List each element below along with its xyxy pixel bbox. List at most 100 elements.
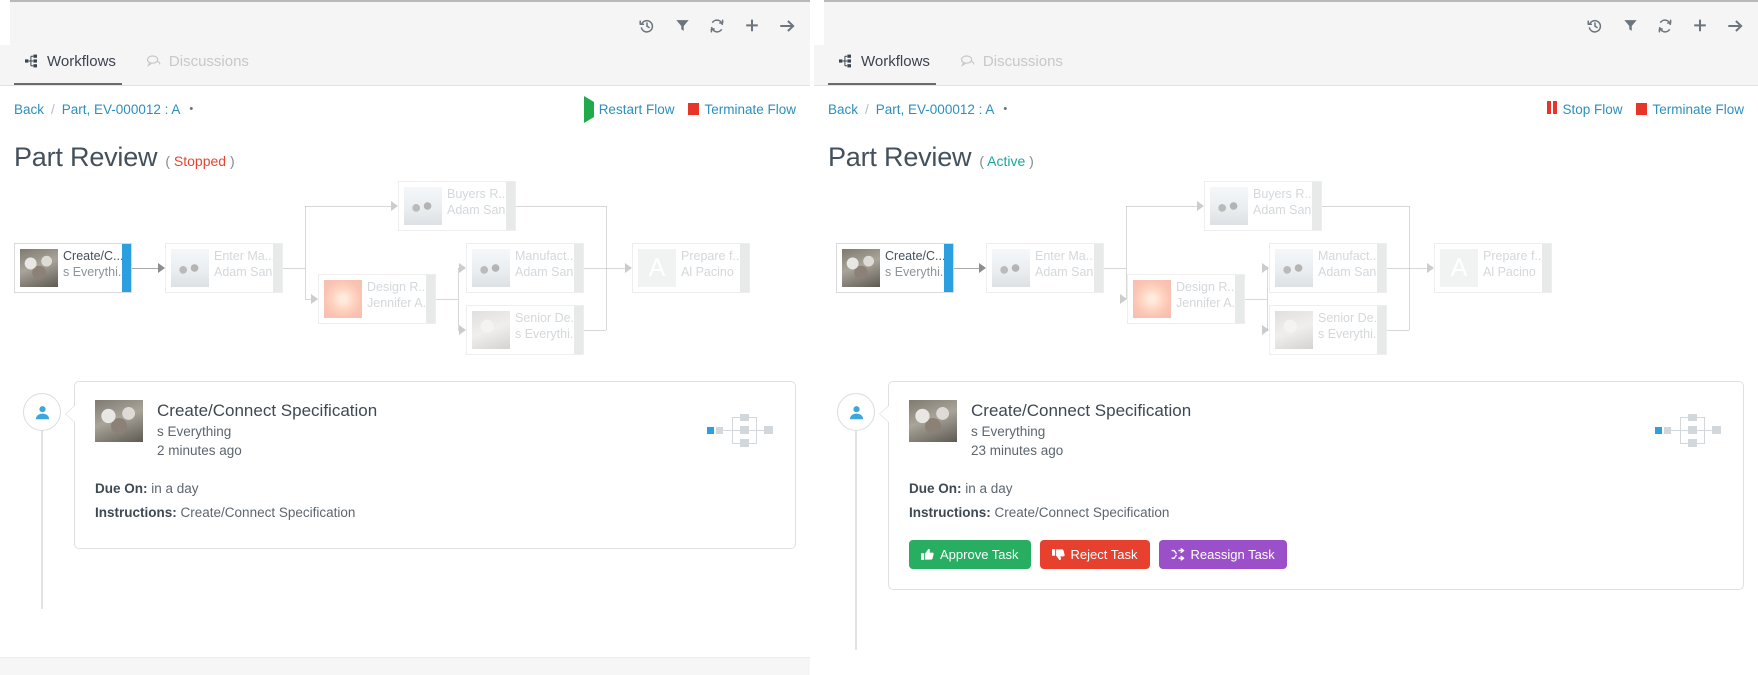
workflow-diagram: Create/C...s Everythi...Enter Ma...Adam …	[0, 181, 810, 371]
tab-discussions[interactable]: Discussions	[136, 45, 269, 86]
workflow-node[interactable]: Enter Ma...Adam San...	[986, 243, 1104, 293]
connector-line	[305, 206, 391, 207]
connector-arrow	[1262, 263, 1269, 273]
node-avatar	[404, 187, 442, 225]
refresh-icon[interactable]	[708, 17, 726, 35]
node-avatar	[1210, 187, 1248, 225]
task-minimap-icon[interactable]	[1655, 414, 1721, 448]
workflow-node[interactable]: Buyers R...Adam San...	[398, 181, 516, 231]
breadcrumb-dot: •	[189, 103, 193, 115]
workflow-node[interactable]: Senior De...s Everythi...	[1269, 305, 1387, 355]
button-label: Approve Task	[940, 547, 1019, 562]
node-name: Design R...	[367, 280, 422, 295]
tab-label: Workflows	[47, 41, 116, 82]
node-name: Senior De...	[515, 311, 570, 326]
connector-line	[1245, 299, 1267, 300]
history-icon[interactable]	[1586, 17, 1604, 35]
workflow-node[interactable]: Enter Ma...Adam San...	[165, 243, 283, 293]
workflow-node[interactable]: Senior De...s Everythi...	[466, 305, 584, 355]
task-due-row: Due On: in a day	[909, 478, 1723, 500]
breadcrumb-back[interactable]: Back	[828, 102, 858, 117]
connector-line	[1409, 268, 1427, 269]
top-toolbar	[814, 0, 1758, 45]
plus-icon[interactable]	[743, 17, 761, 35]
task-time: 2 minutes ago	[157, 441, 377, 460]
node-state-edge	[1312, 182, 1321, 230]
node-avatar	[992, 249, 1030, 287]
connector-line	[1387, 268, 1409, 269]
task-due-value: in a day	[965, 481, 1012, 496]
arrow-right-icon[interactable]	[778, 17, 796, 35]
tab-bar: WorkflowsDiscussions	[814, 45, 1758, 86]
node-name: Buyers R...	[447, 187, 502, 202]
tab-workflows[interactable]: Workflows	[828, 45, 950, 86]
filter-icon[interactable]	[1621, 17, 1639, 35]
node-name: Prepare f...	[681, 249, 736, 264]
workflow-node[interactable]: APrepare f...Al Pacino	[1434, 243, 1552, 293]
title-row: Part Review( Stopped )	[0, 120, 810, 173]
flow-action-terminate-flow[interactable]: Terminate Flow	[688, 102, 796, 117]
plus-icon[interactable]	[1691, 17, 1709, 35]
flow-action-stop-flow[interactable]: Stop Flow	[1547, 101, 1622, 117]
flow-action-restart-flow[interactable]: Restart Flow	[584, 102, 675, 117]
breadcrumb-row: Back/Part, EV-000012 : A•Stop FlowTermin…	[814, 86, 1758, 120]
node-avatar	[1275, 249, 1313, 287]
sitemap-icon	[838, 54, 853, 69]
task-instructions-value: Create/Connect Specification	[181, 505, 356, 520]
node-assignee: s Everythi...	[1318, 326, 1373, 342]
flow-action-terminate-flow[interactable]: Terminate Flow	[1636, 102, 1744, 117]
flow-actions: Stop Flow Terminate Flow	[1547, 101, 1744, 117]
task-due-label: Due On:	[95, 481, 148, 496]
connector-arrow	[391, 201, 398, 211]
workflow-node[interactable]: Create/C...s Everythi...	[14, 243, 132, 293]
task-minimap-icon[interactable]	[707, 414, 773, 448]
node-avatar	[324, 280, 362, 318]
workflow-node[interactable]: APrepare f...Al Pacino	[632, 243, 750, 293]
top-toolbar	[0, 0, 810, 45]
node-state-edge	[944, 244, 953, 292]
tab-discussions[interactable]: Discussions	[950, 45, 1083, 86]
workflow-node[interactable]: Manufact...Adam San...	[1269, 243, 1387, 293]
reassign-task-button[interactable]: Reassign Task	[1159, 540, 1287, 569]
tab-workflows[interactable]: Workflows	[14, 45, 136, 86]
node-state-edge	[426, 275, 435, 323]
workflow-node[interactable]: Design R...Jennifer A...	[318, 274, 436, 324]
workflow-node[interactable]: Buyers R...Adam San...	[1204, 181, 1322, 231]
connector-arrow	[625, 263, 632, 273]
flow-action-label: Terminate Flow	[704, 102, 796, 117]
button-label: Reassign Task	[1191, 547, 1275, 562]
filter-icon[interactable]	[673, 17, 691, 35]
reject-task-button[interactable]: Reject Task	[1040, 540, 1150, 569]
node-assignee: Adam San...	[515, 264, 570, 280]
node-name: Create/C...	[63, 249, 118, 264]
connector-arrow	[1120, 294, 1127, 304]
breadcrumb-back[interactable]: Back	[14, 102, 44, 117]
breadcrumb-item[interactable]: Part, EV-000012 : A	[62, 102, 181, 117]
node-state-edge	[1235, 275, 1244, 323]
workflow-node[interactable]: Manufact...Adam San...	[466, 243, 584, 293]
refresh-icon[interactable]	[1656, 17, 1674, 35]
play-icon	[584, 102, 594, 117]
workflow-node[interactable]: Design R...Jennifer A...	[1127, 274, 1245, 324]
connector-line	[1387, 330, 1409, 331]
node-state-edge	[1377, 244, 1386, 292]
arrow-right-icon[interactable]	[1726, 17, 1744, 35]
node-state-edge	[574, 244, 583, 292]
status-open: (	[165, 153, 170, 169]
connector-arrow	[158, 263, 165, 273]
node-avatar	[1133, 280, 1171, 318]
node-name: Enter Ma...	[214, 249, 269, 264]
connector-arrow	[1262, 325, 1269, 335]
approve-task-button[interactable]: Approve Task	[909, 540, 1031, 569]
connector-line	[458, 268, 459, 330]
node-assignee: s Everythi...	[515, 326, 570, 342]
node-avatar	[472, 249, 510, 287]
workflow-node[interactable]: Create/C...s Everythi...	[836, 243, 954, 293]
connector-line	[584, 330, 606, 331]
history-icon[interactable]	[638, 17, 656, 35]
stop-square-icon	[1636, 103, 1647, 115]
breadcrumb-item[interactable]: Part, EV-000012 : A	[876, 102, 995, 117]
tab-bar: WorkflowsDiscussions	[0, 45, 810, 86]
title-row: Part Review( Active )	[814, 120, 1758, 173]
panel-footer	[0, 657, 810, 675]
